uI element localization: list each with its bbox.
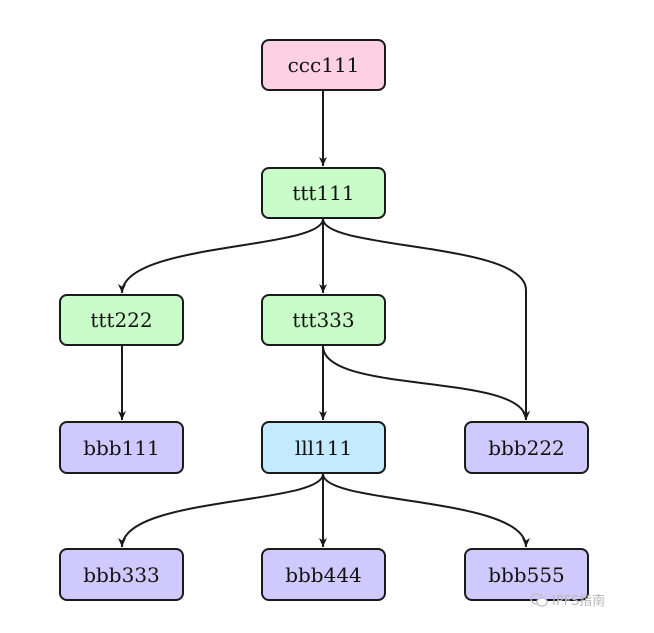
edge-ttt111-bbb222: [322, 218, 530, 420]
node-bbb444: bbb444: [261, 548, 386, 601]
node-ccc111: ccc111: [261, 39, 386, 91]
edge-ttt333-bbb222: [322, 345, 530, 421]
edge-lll111-bbb333: [118, 473, 324, 548]
node-bbb555: bbb555: [464, 548, 589, 601]
node-ttt222: ttt222: [59, 294, 184, 346]
watermark-text: IPFS指南: [552, 594, 606, 609]
edge-ttt111-ttt222: [118, 218, 324, 294]
node-bbb111: bbb111: [59, 421, 184, 474]
node-lll111: lll111: [261, 421, 386, 474]
edge-lll111-bbb555: [322, 473, 530, 548]
watermark: IPFS指南: [530, 590, 605, 609]
wechat-icon: [530, 592, 548, 607]
node-ttt111: ttt111: [261, 167, 386, 219]
node-ttt333: ttt333: [261, 294, 386, 346]
node-bbb333: bbb333: [59, 548, 184, 601]
node-bbb222: bbb222: [464, 421, 589, 474]
